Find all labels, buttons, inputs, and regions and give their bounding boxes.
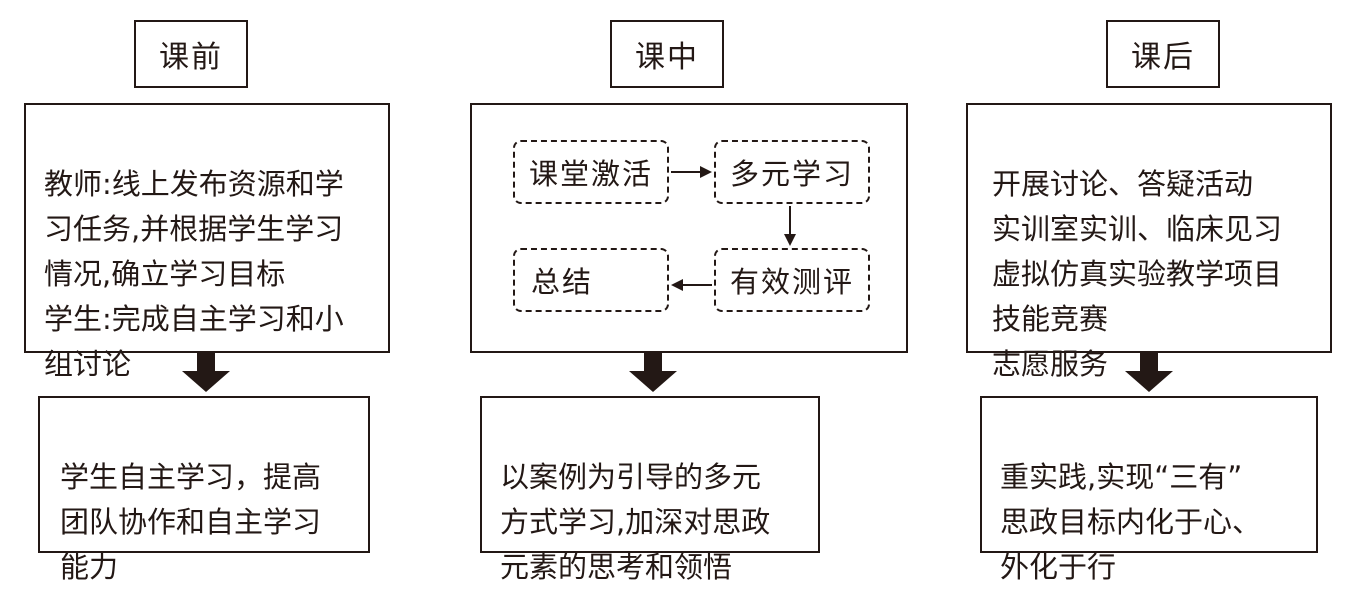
pre-class-content-text: 教师:线上发布资源和学 习任务,并根据学生学习 情况,确立学习目标 学生:完成自…: [44, 167, 344, 381]
header-pre-class-label: 课前: [159, 40, 223, 75]
in-class-result-text: 以案例为引导的多元 方式学习,加深对思政 元素的思考和领悟: [500, 460, 771, 584]
in-class-result-box: 以案例为引导的多元 方式学习,加深对思政 元素的思考和领悟: [480, 396, 820, 584]
pre-class-content-box: 教师:线上发布资源和学 习任务,并根据学生学习 情况,确立学习目标 学生:完成自…: [24, 103, 390, 381]
block-arrow-down-pre-class: [182, 353, 230, 392]
step-evaluation: 有效测评: [714, 248, 870, 312]
post-class-result-box: 重实践,实现“三有” 思政目标内化于心、 外化于行: [980, 396, 1318, 584]
header-in-class-label: 课中: [635, 40, 699, 75]
post-class-content-text: 开展讨论、答疑活动 实训室实训、临床见习 虚拟仿真实验教学项目 技能竞赛 志愿服…: [992, 167, 1283, 381]
post-class-content-box: 开展讨论、答疑活动 实训室实训、临床见习 虚拟仿真实验教学项目 技能竞赛 志愿服…: [966, 103, 1332, 381]
step-summary-label: 总结: [531, 265, 594, 299]
pre-class-result-box: 学生自主学习，提高 团队协作和自主学习 能力: [38, 396, 370, 584]
header-pre-class: 课前: [134, 20, 248, 88]
block-arrow-down-in-class: [629, 353, 677, 392]
post-class-result-text: 重实践,实现“三有” 思政目标内化于心、 外化于行: [1000, 460, 1262, 584]
header-post-class-label: 课后: [1131, 40, 1195, 75]
header-in-class: 课中: [610, 20, 724, 88]
step-activate: 课堂激活: [513, 140, 669, 204]
step-multi-learning: 多元学习: [714, 140, 870, 204]
step-activate-label: 课堂激活: [528, 157, 653, 191]
header-post-class: 课后: [1106, 20, 1220, 88]
step-summary: 总结: [513, 248, 669, 312]
pre-class-result-text: 学生自主学习，提高 团队协作和自主学习 能力: [60, 460, 322, 584]
step-evaluation-label: 有效测评: [729, 265, 854, 299]
block-arrow-down-post-class: [1125, 353, 1173, 392]
step-multi-learning-label: 多元学习: [729, 157, 854, 191]
